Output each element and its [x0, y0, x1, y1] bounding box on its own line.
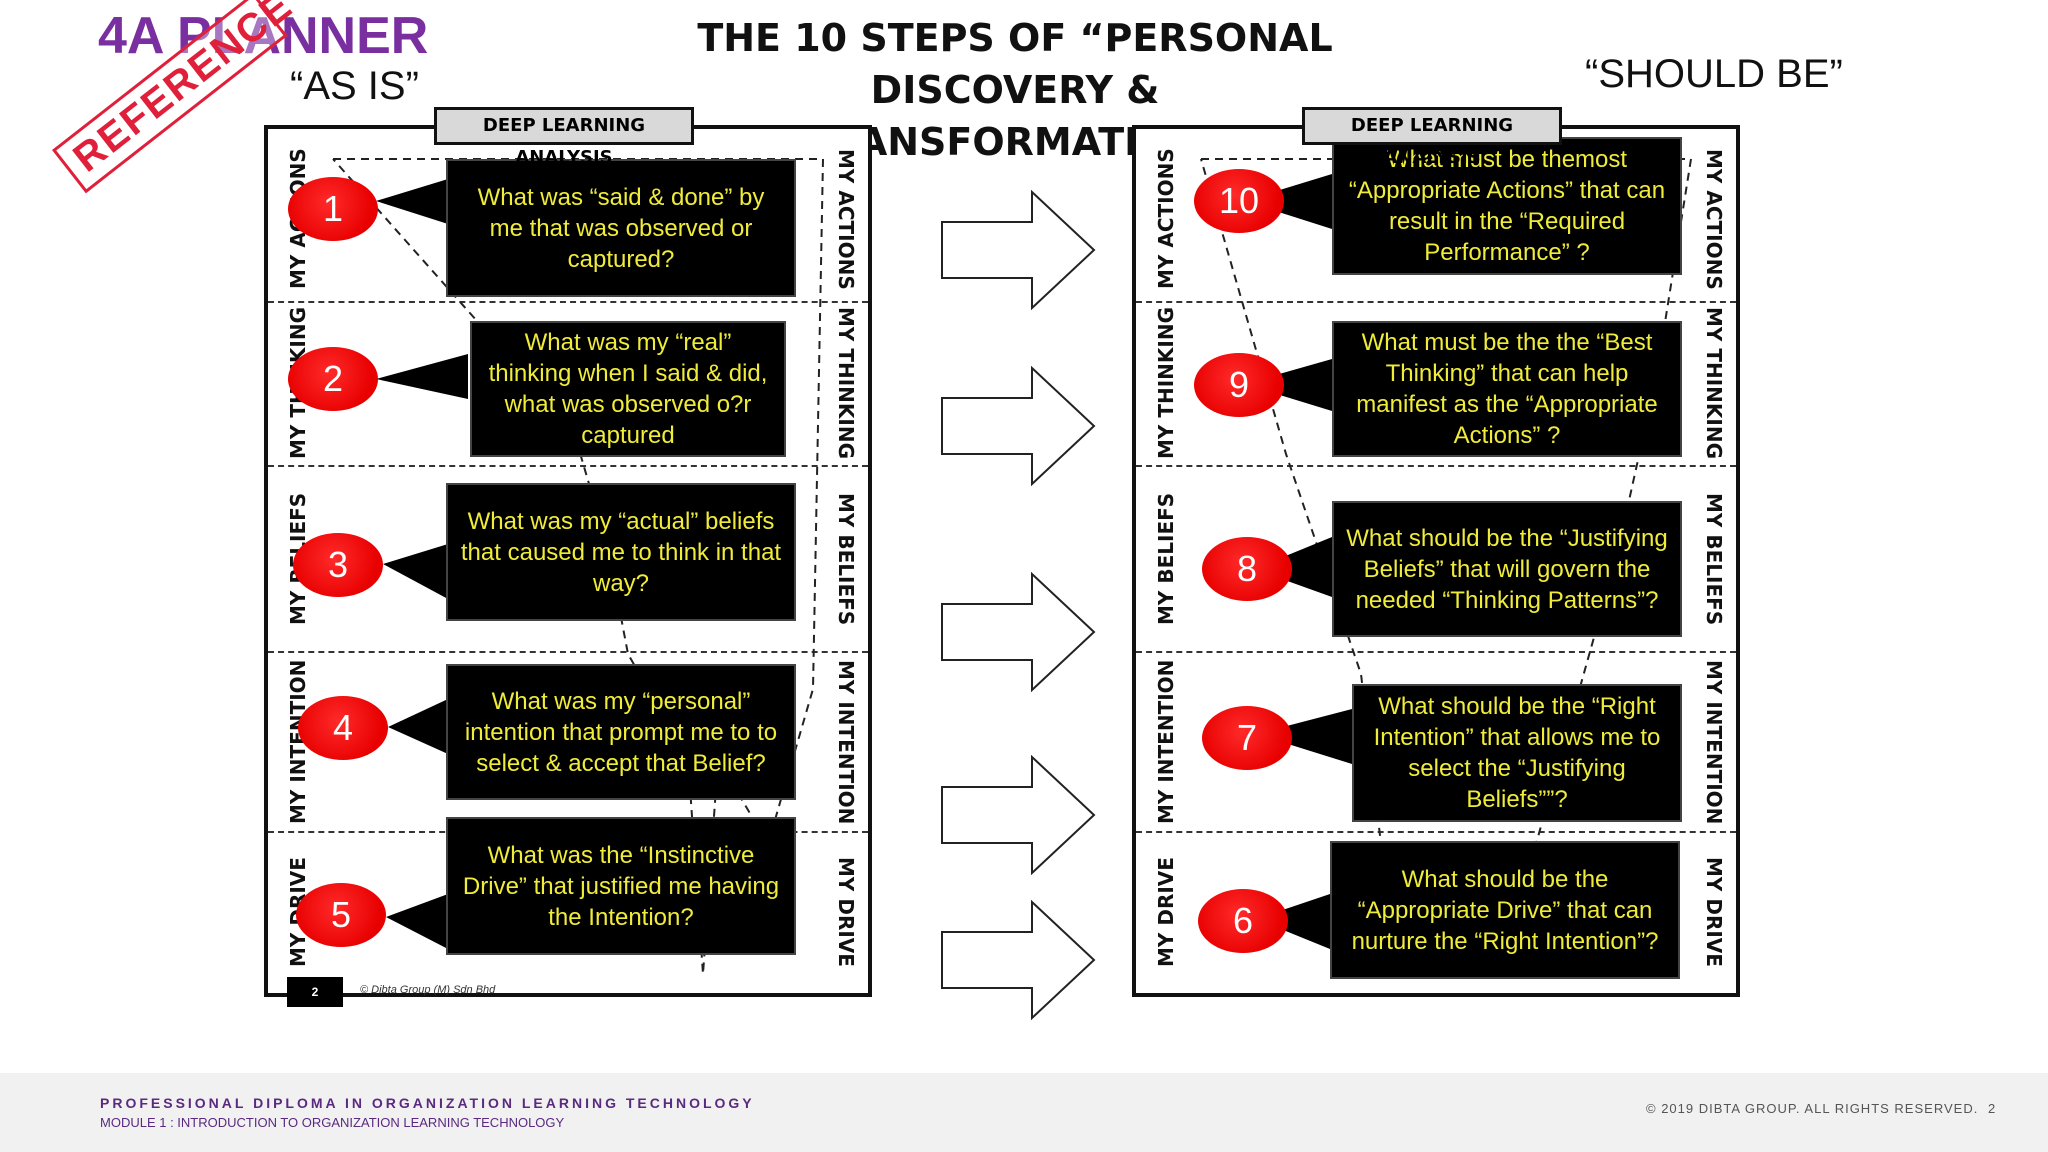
label-my-actions-right: MY ACTIONS: [1702, 148, 1726, 290]
arrow-right-icon: [941, 755, 1096, 875]
step-box-7: What should be the “Right Intention” tha…: [1352, 684, 1682, 822]
arrow-right-icon: [941, 366, 1096, 486]
step-number-2: 2: [288, 347, 378, 411]
step-number-7: 7: [1202, 706, 1292, 770]
label-my-actions-right: MY ACTIONS: [834, 148, 858, 290]
label-my-beliefs-left: MY BELIEFS: [1154, 492, 1178, 626]
row-divider: [1136, 465, 1736, 467]
step-box-6: What should be the “Appropriate Drive” t…: [1330, 841, 1680, 979]
footer-program: PROFESSIONAL DIPLOMA IN ORGANIZATION LEA…: [100, 1095, 755, 1111]
step-box-3: What was my “actual” beliefs that caused…: [446, 483, 796, 621]
title-line-1: THE 10 STEPS OF “PERSONAL: [697, 16, 1333, 60]
footer: PROFESSIONAL DIPLOMA IN ORGANIZATION LEA…: [0, 1073, 2048, 1152]
row-divider: [268, 651, 868, 653]
label-my-drive-left: MY DRIVE: [1154, 857, 1178, 967]
label-my-thinking-right: MY THINKING: [834, 307, 858, 460]
row-divider: [268, 465, 868, 467]
arrow-right-icon: [941, 572, 1096, 692]
row-divider: [268, 301, 868, 303]
label-my-thinking-left: MY THINKING: [1154, 306, 1178, 459]
brand-title: 4A PLANNER: [98, 7, 429, 65]
label-my-drive-right: MY DRIVE: [1702, 857, 1726, 967]
label-my-intention-right: MY INTENTION: [834, 659, 858, 825]
step-box-8: What should be the “Justifying Beliefs” …: [1332, 501, 1682, 637]
step-box-9: What must be the the “Best Thinking” tha…: [1332, 321, 1682, 457]
arrow-right-icon: [941, 190, 1096, 310]
as-is-panel: DEEP LEARNING ANALYSIS MY ACTIONS MY THI…: [264, 107, 872, 997]
step-number-3: 3: [293, 533, 383, 597]
page-badge: 2: [287, 977, 343, 1007]
step-box-2: What was my “real” thinking when I said …: [470, 321, 786, 457]
step-number-6: 6: [1198, 889, 1288, 953]
arrow-right-icon: [941, 900, 1096, 1020]
label-my-intention-right: MY INTENTION: [1702, 659, 1726, 825]
label-my-thinking-right: MY THINKING: [1702, 307, 1726, 460]
step-box-1: What was “said & done” by me that was ob…: [446, 159, 796, 297]
should-be-panel: DEEP LEARNING ANALYSIS MY ACTIONS MY THI…: [1132, 107, 1740, 997]
small-copyright: © Dibta Group (M) Sdn Bhd: [360, 984, 496, 996]
label-my-beliefs-right: MY BELIEFS: [834, 492, 858, 626]
should-be-label: “SHOULD BE”: [1585, 52, 1843, 96]
row-divider: [1136, 301, 1736, 303]
panel-header: DEEP LEARNING ANALYSIS: [434, 107, 694, 168]
label-my-beliefs-right: MY BELIEFS: [1702, 492, 1726, 626]
step-number-9: 9: [1194, 353, 1284, 417]
row-divider: [1136, 651, 1736, 653]
label-my-actions-left: MY ACTIONS: [1154, 148, 1178, 290]
row-divider: [1136, 831, 1736, 833]
step-box-4: What was my “personal” intention that pr…: [446, 664, 796, 800]
step-number-5: 5: [296, 883, 386, 947]
as-is-label: “AS IS”: [290, 64, 419, 108]
footer-copyright: © 2019 DIBTA GROUP. ALL RIGHTS RESERVED.: [1646, 1101, 1979, 1116]
label-my-intention-left: MY INTENTION: [1154, 659, 1178, 825]
step-number-4: 4: [298, 696, 388, 760]
step-number-10: 10: [1194, 169, 1284, 233]
panel-header: DEEP LEARNING ANALYSIS: [1302, 107, 1562, 168]
footer-page-number: 2: [1988, 1101, 1996, 1116]
step-number-1: 1: [288, 177, 378, 241]
label-my-drive-right: MY DRIVE: [834, 857, 858, 967]
footer-module: MODULE 1 : INTRODUCTION TO ORGANIZATION …: [100, 1115, 565, 1130]
step-number-8: 8: [1202, 537, 1292, 601]
step-box-5: What was the “Instinctive Drive” that ju…: [446, 817, 796, 955]
